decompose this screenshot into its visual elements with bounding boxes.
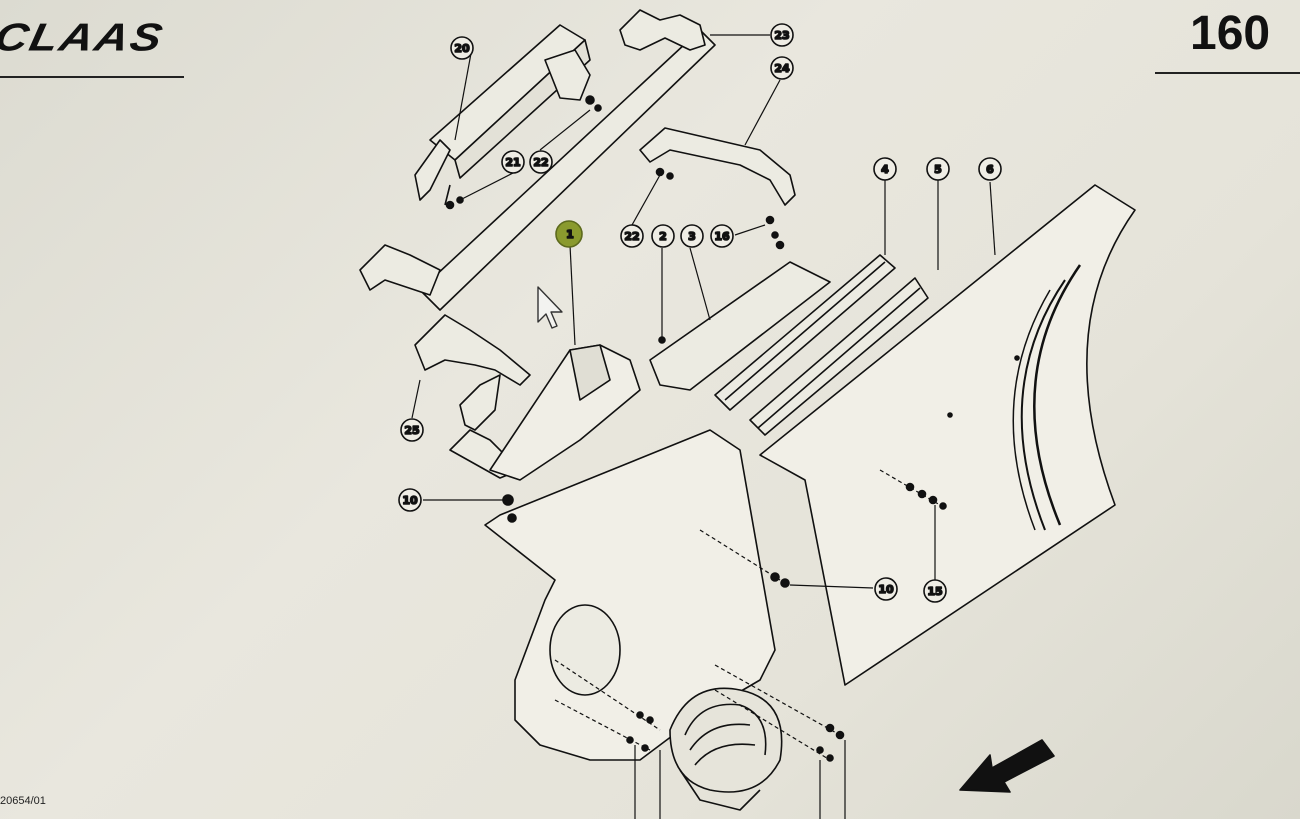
callout-16[interactable]: 16 [710,224,734,248]
svg-text:22: 22 [533,156,548,169]
callout-6[interactable]: 6 [978,157,1002,181]
svg-text:22: 22 [624,230,639,243]
callout-5[interactable]: 5 [926,157,950,181]
mouse-pointer-icon [537,286,563,329]
callout-2[interactable]: 2 [651,224,675,248]
svg-text:23: 23 [774,29,789,42]
callout-20[interactable]: 20 [450,36,474,60]
svg-text:5: 5 [934,163,942,176]
reference-code: 20654/01 [0,795,46,807]
svg-text:3: 3 [688,230,696,243]
part-23-rail[interactable] [359,9,716,311]
svg-text:1: 1 [566,228,574,241]
part-3-strip[interactable] [649,261,831,391]
callout-4[interactable]: 4 [873,157,897,181]
callout-24[interactable]: 24 [770,56,794,80]
direction-arrow-icon [959,739,1055,793]
svg-text:24: 24 [774,62,790,75]
part-4-strip[interactable] [714,254,896,411]
callout-23[interactable]: 23 [770,23,794,47]
fasteners [445,95,1020,762]
lower-cover-plate[interactable] [484,429,776,761]
callout-21[interactable]: 21 [501,150,525,174]
page-number-underline [1155,72,1300,74]
callout-3[interactable]: 3 [680,224,704,248]
svg-text:21: 21 [505,156,520,169]
svg-text:2: 2 [659,230,667,243]
callout-22-upper[interactable]: 22 [529,150,553,174]
svg-text:4: 4 [881,163,889,176]
callout-22-lower[interactable]: 22 [620,224,644,248]
part-24-bar[interactable] [639,127,796,206]
svg-text:25: 25 [404,424,419,437]
part-6-panel[interactable] [759,184,1136,686]
leader-lines [411,34,996,819]
lower-grip-assembly[interactable] [669,687,783,811]
svg-text:10: 10 [402,494,418,507]
page-number: 160 [1190,7,1271,60]
svg-text:15: 15 [927,585,942,598]
logo-underline [0,76,184,78]
part-5-strip[interactable] [749,277,929,436]
svg-text:10: 10 [878,583,894,596]
part-1-housing[interactable] [489,344,641,481]
svg-text:16: 16 [714,230,730,243]
part-20-bracket[interactable] [414,24,591,206]
callout-10-right[interactable]: 10 [874,577,898,601]
callout-25[interactable]: 25 [400,418,424,442]
svg-text:6: 6 [986,163,994,176]
callout-10-left[interactable]: 10 [398,488,422,512]
callout-1[interactable]: 1 [555,220,583,248]
svg-text:20: 20 [454,42,470,55]
callout-15[interactable]: 15 [923,579,947,603]
